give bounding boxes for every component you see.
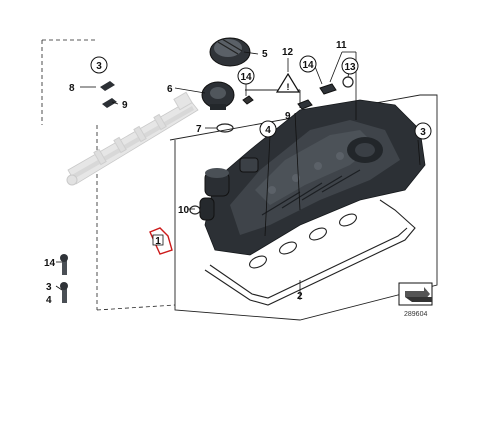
svg-text:14: 14 <box>44 258 56 269</box>
callout-4-circle: 4 <box>259 120 277 138</box>
cylinder-head-cover <box>199 99 426 256</box>
cover-gasket <box>204 199 416 306</box>
svg-text:14: 14 <box>240 72 252 83</box>
callout-14-right: 14 <box>299 55 317 73</box>
small-parts <box>60 76 354 303</box>
callout-6: 6 <box>167 84 173 95</box>
svg-text:4: 4 <box>46 295 52 306</box>
callout-14-top: 14 <box>237 67 255 85</box>
svg-text:4: 4 <box>265 125 271 136</box>
callout-3-right: 3 <box>414 122 432 140</box>
bolt-legend: 14 3 4 <box>44 258 63 306</box>
callout-1-label: 1 <box>155 236 161 247</box>
oil-filler-cap <box>209 37 251 67</box>
callout-7: 7 <box>196 124 202 135</box>
callout-9a: 9 <box>122 100 128 111</box>
callout-12: 12 <box>282 47 294 58</box>
image-id-label: 289604 <box>404 311 427 318</box>
reference-frame <box>41 39 176 311</box>
warning-triangle-icon: ! <box>275 72 301 93</box>
callout-8: 8 <box>69 83 75 94</box>
bolt-assembly <box>60 254 68 303</box>
callout-13: 13 <box>341 57 359 75</box>
svg-text:14: 14 <box>302 60 314 71</box>
arrow-icon <box>398 282 433 306</box>
svg-text:13: 13 <box>344 62 356 73</box>
fuel-rail <box>66 91 199 186</box>
svg-text:3: 3 <box>46 282 52 293</box>
callout-5: 5 <box>262 49 268 60</box>
callout-10: 10 <box>178 205 190 216</box>
svg-text:!: ! <box>287 82 290 92</box>
callout-9b: 9 <box>285 111 291 122</box>
callout-2: 2 <box>297 291 303 302</box>
callout-3-left: 3 <box>90 56 108 74</box>
highlight-marker-1: 1 <box>149 227 173 255</box>
callout-11: 11 <box>336 40 347 51</box>
svg-text:3: 3 <box>96 61 102 72</box>
vent-valve <box>201 81 235 110</box>
svg-text:3: 3 <box>420 127 426 138</box>
